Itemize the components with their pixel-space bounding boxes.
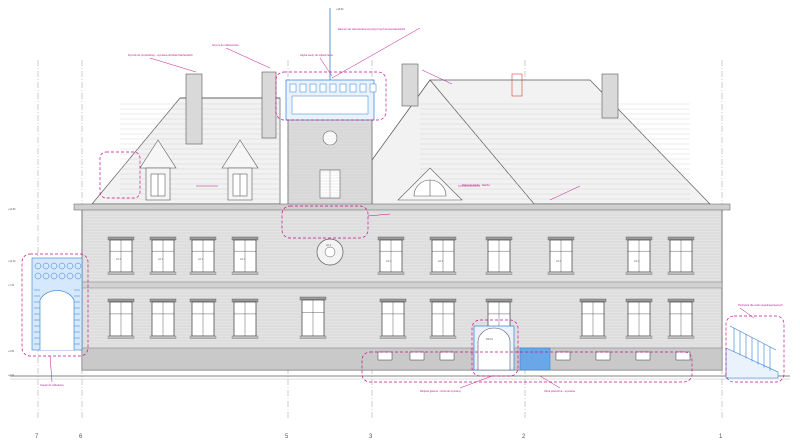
note-chimney: Dymnik do przebudowy - wymiana obróbek b… — [128, 53, 193, 57]
window-tag: LO.1 — [386, 260, 392, 263]
porch-left — [31, 257, 83, 351]
basement-window — [377, 351, 393, 361]
axis-label-1: 1 — [719, 434, 723, 440]
annotation-highlights — [21, 71, 785, 383]
axis-label-5: 5 — [285, 434, 289, 440]
window-tag: LD.1 — [326, 244, 332, 247]
window-tag: LO.1 — [198, 258, 204, 261]
window — [377, 236, 405, 275]
note-roof-cover: Pokrycie dachu - blacha — [462, 183, 490, 187]
window-tag: LO.1 — [556, 260, 562, 263]
door-tag: DR.01 — [486, 338, 493, 341]
level-mark: +10.40 — [8, 260, 16, 263]
level-mark: +7.20 — [8, 284, 15, 287]
dormer-middle — [221, 139, 259, 201]
note-tower-attic: Attyka wieży do odtworzenia — [300, 53, 333, 57]
basement-window — [439, 351, 455, 361]
window — [299, 296, 327, 339]
note-cornice: Gzyms do odtworzenia — [212, 43, 239, 47]
axis-label-3: 3 — [369, 434, 373, 440]
basement-window — [555, 351, 571, 361]
axis-label-7: 7 — [35, 434, 39, 440]
window-tag: LO.1 — [438, 260, 444, 263]
window — [379, 298, 407, 339]
basement-window — [595, 351, 611, 361]
window-tag: LO.1 — [158, 258, 164, 261]
window — [429, 236, 457, 275]
basement-window — [675, 351, 691, 361]
window — [625, 298, 653, 339]
note-ramp: Pochylnia dla osób niepełnosprawnych — [738, 303, 783, 307]
level-mark: +3.60 — [8, 350, 15, 353]
note-entrance: Wejście główne - drzwi do wymiany — [420, 389, 461, 393]
dormer-left — [139, 139, 177, 201]
level-marks: +0.00 +3.60 +7.20 +10.40 +14.80 +18.90 — [8, 8, 344, 377]
level-mark: +0.00 — [8, 374, 15, 377]
window-tag: LO.1 — [240, 258, 246, 261]
axis-label-6: 6 — [79, 434, 83, 440]
note-basement: Okna piwniczne - wymiana — [544, 389, 575, 393]
window — [189, 236, 217, 275]
basement-window — [409, 351, 425, 361]
ground-line — [10, 375, 790, 380]
basement-window — [635, 351, 651, 361]
window — [429, 298, 457, 339]
axis-label-2: 2 — [522, 434, 526, 440]
chimneys — [185, 63, 619, 145]
window-tag: LO.1 — [634, 260, 640, 263]
note-reconstruction: Element do rekonstrukcji wg wytycznych k… — [338, 27, 406, 31]
annotation-texts: Dymnik do przebudowy - wymiana obróbek b… — [40, 27, 783, 393]
entrance-door — [473, 325, 515, 371]
window — [579, 298, 607, 339]
window — [485, 236, 513, 275]
window — [189, 298, 217, 339]
window — [547, 236, 575, 275]
window-tag: LO.1 — [116, 258, 122, 261]
ramp-right — [725, 325, 779, 379]
window — [231, 298, 259, 339]
window — [667, 298, 695, 339]
leader-lines — [49, 27, 755, 389]
note-porch: Ganek do odbudowy — [40, 383, 64, 387]
basement-windows — [377, 351, 691, 361]
level-mark: +14.80 — [8, 208, 16, 211]
dormer-right-arched — [397, 167, 463, 201]
level-mark: +18.90 — [336, 8, 344, 11]
window — [107, 298, 135, 339]
window — [667, 236, 695, 275]
window — [231, 236, 259, 275]
window — [149, 236, 177, 275]
window — [149, 298, 177, 339]
axis-bubbles: 7 6 5 3 2 1 — [35, 434, 723, 440]
window — [625, 236, 653, 275]
windows — [107, 236, 695, 339]
facade — [73, 123, 731, 371]
window — [107, 236, 135, 275]
